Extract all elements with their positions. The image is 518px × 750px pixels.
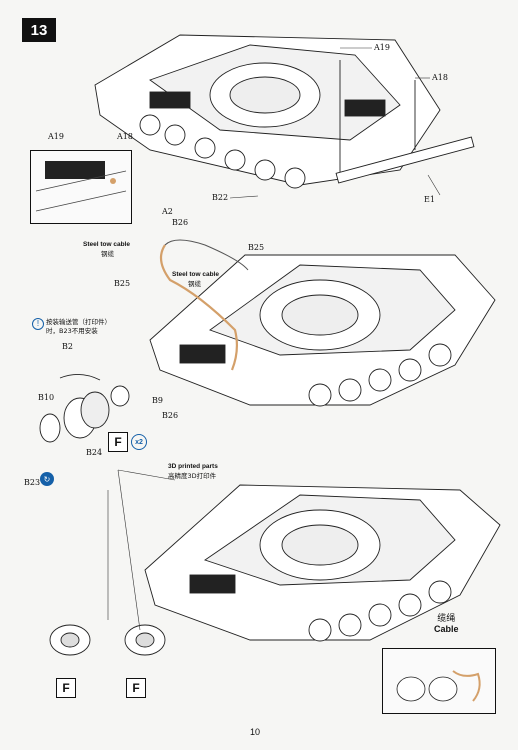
- callout-3d-printed-parts: 3D printed parts 高精度3D打印件: [168, 463, 218, 480]
- tow-cable: [159, 244, 239, 371]
- step-number-badge: 13: [22, 18, 56, 42]
- detail-inset-bottom: [382, 648, 496, 714]
- part-label-b22: B22: [212, 193, 229, 202]
- callout-cable-en: Cable: [434, 624, 459, 634]
- part-label-a18-inset: A18: [117, 132, 133, 141]
- callout-cable: 缆绳 Cable: [434, 611, 459, 634]
- callout-steel-tow-cable-1-cn: 钢缆: [101, 250, 114, 258]
- page-number: 10: [250, 727, 261, 737]
- callout-steel-tow-cable-1: Steel tow cable 钢缆: [83, 241, 130, 258]
- part-label-b25-left: B25: [114, 279, 131, 288]
- callout-steel-tow-cable-2-cn: 钢缆: [188, 280, 201, 288]
- part-sprue-f-box-3: F: [126, 678, 146, 698]
- part-label-b9: B9: [152, 396, 163, 405]
- assembly-note-line2: 时，B23不用安装: [46, 327, 98, 335]
- part-label-b26-top: B26: [172, 218, 189, 227]
- part-label-b26-bottom: B26: [162, 411, 179, 420]
- hull-drawing-top: [94, 34, 475, 189]
- part-label-b24: B24: [86, 448, 103, 457]
- callout-steel-tow-cable-1-en: Steel tow cable: [83, 241, 130, 248]
- assembly-note: 按装输送管（打印件） 时，B23不用安装: [46, 318, 156, 336]
- part-sprue-f-box-1: F: [108, 432, 128, 452]
- part-label-a19: A19: [374, 43, 390, 52]
- detail-inset-top: [30, 150, 132, 224]
- hull-drawing-bottom: [144, 484, 501, 642]
- callout-3d-printed-parts-cn: 高精度3D打印件: [168, 472, 217, 480]
- rotate-direction-icon: ↻: [40, 472, 54, 486]
- exclamation-icon: !: [32, 318, 44, 330]
- hull-drawing-middle: [149, 254, 496, 407]
- exploded-drum-parts: [39, 374, 130, 443]
- part-label-b23: B23: [24, 478, 41, 487]
- part-sprue-f-box-2: F: [56, 678, 76, 698]
- callout-steel-tow-cable-2: Steel tow cable 钢缆: [172, 271, 219, 288]
- part-label-a19-inset: A19: [48, 132, 64, 141]
- assembly-note-line1: 按装输送管（打印件）: [46, 318, 111, 326]
- callout-cable-cn: 缆绳: [437, 614, 456, 624]
- callout-3d-printed-parts-en: 3D printed parts: [168, 463, 218, 470]
- callout-steel-tow-cable-2-en: Steel tow cable: [172, 271, 219, 278]
- quantity-x2-badge: x2: [131, 434, 147, 450]
- part-label-e1: E1: [424, 195, 435, 204]
- drive-wheel-parts: [49, 624, 166, 656]
- inset-top-drawing: [35, 161, 127, 212]
- part-label-a18: A18: [432, 73, 448, 82]
- inset-bottom-drawing: [396, 670, 481, 702]
- part-label-a2: A2: [162, 207, 173, 216]
- part-label-b25-right: B25: [248, 243, 265, 252]
- part-label-b10: B10: [38, 393, 55, 402]
- part-label-b2: B2: [62, 342, 73, 351]
